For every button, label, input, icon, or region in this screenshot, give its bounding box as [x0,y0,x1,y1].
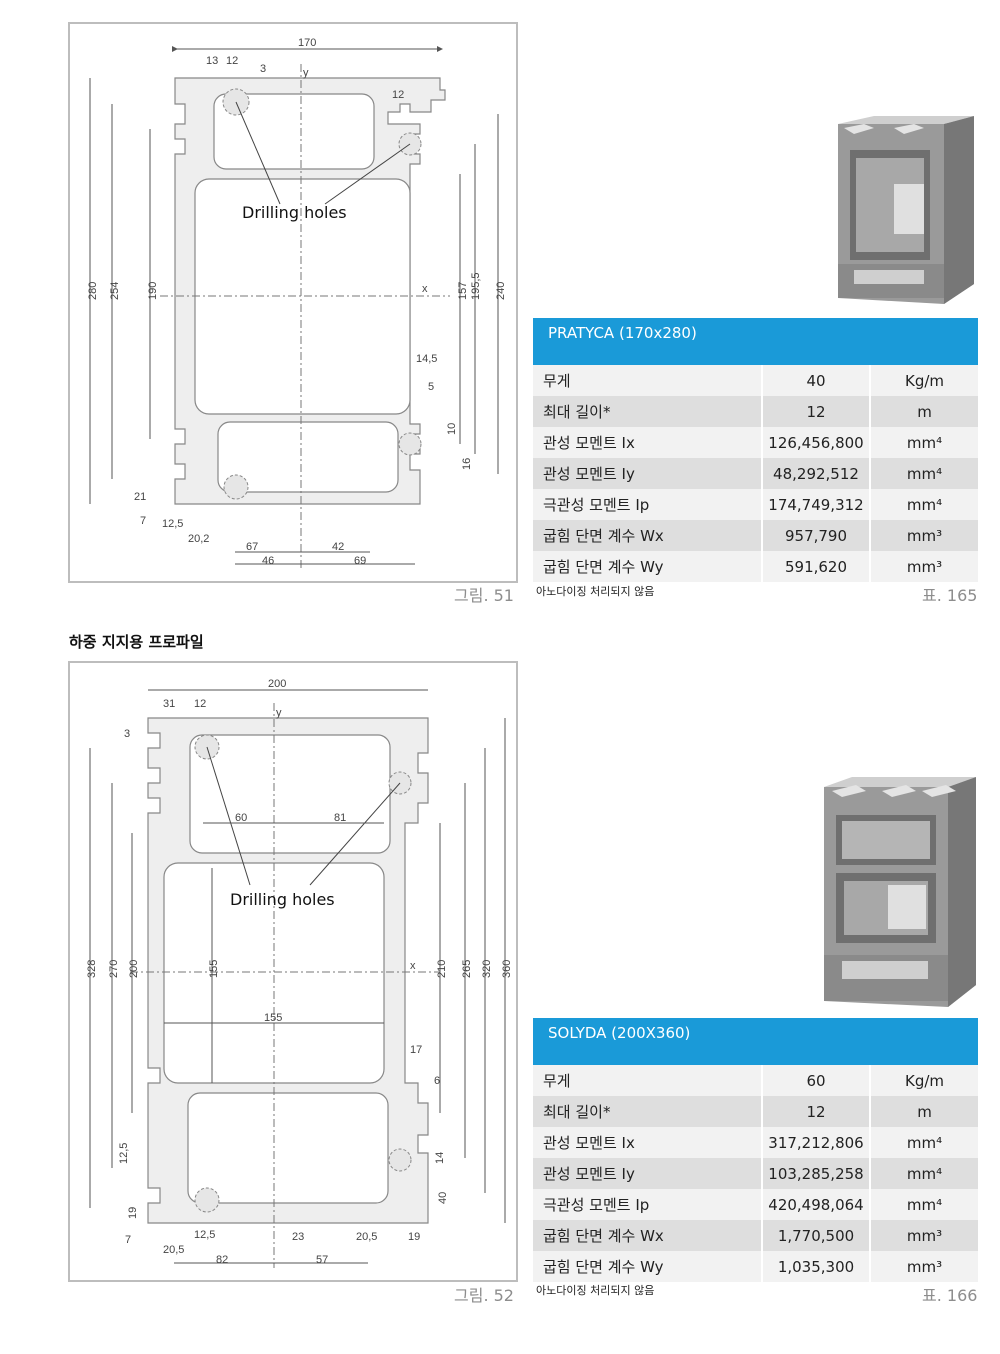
svg-text:360: 360 [501,960,513,978]
section-heading: 하중 지지용 프로파일 [69,633,204,651]
svg-text:157: 157 [457,282,469,300]
svg-text:20,5: 20,5 [356,1231,377,1243]
svg-text:200: 200 [128,960,140,978]
svg-text:20,2: 20,2 [188,533,209,545]
svg-text:14: 14 [434,1152,446,1164]
svg-text:21: 21 [134,491,146,503]
footnote: 아노다이징 처리되지 않음 [536,1284,655,1297]
svg-text:155: 155 [264,1012,282,1024]
svg-text:60: 60 [235,812,247,824]
svg-text:10: 10 [446,423,458,435]
svg-text:x: x [410,960,416,972]
svg-text:12,5: 12,5 [194,1229,215,1241]
svg-text:82: 82 [216,1254,228,1266]
svg-text:210: 210 [436,960,448,978]
svg-text:81: 81 [334,812,346,824]
svg-text:3: 3 [260,63,266,75]
svg-text:280: 280 [87,282,99,300]
svg-text:14,5: 14,5 [416,353,437,365]
svg-text:40: 40 [437,1192,449,1204]
svg-text:7: 7 [125,1234,131,1246]
svg-text:31: 31 [163,698,175,710]
svg-text:42: 42 [332,541,344,553]
svg-text:6: 6 [434,1075,440,1087]
svg-text:240: 240 [495,282,507,300]
svg-text:195,5: 195,5 [470,272,482,300]
svg-text:200: 200 [268,678,286,690]
svg-text:12: 12 [194,698,206,710]
figure-caption: 그림. 52 [454,1286,514,1305]
svg-text:12,5: 12,5 [162,518,183,530]
svg-text:23: 23 [292,1231,304,1243]
svg-text:155: 155 [208,960,220,978]
svg-text:67: 67 [246,541,258,553]
svg-text:69: 69 [354,555,366,567]
solyda-product-image [822,775,978,1011]
svg-text:46: 46 [262,555,274,567]
svg-text:20,5: 20,5 [163,1244,184,1256]
pratyca-product-image [834,114,976,310]
svg-text:x: x [422,283,428,295]
svg-text:12,5: 12,5 [118,1143,130,1164]
svg-text:3: 3 [124,728,130,740]
svg-text:12: 12 [392,89,404,101]
svg-text:270: 270 [108,960,120,978]
footnote: 아노다이징 처리되지 않음 [536,585,655,598]
svg-text:7: 7 [140,515,146,527]
svg-text:y: y [276,707,282,719]
drawing-pratyca: Drilling holes 170 13 12 3 12 14,5 5 12,… [68,22,518,583]
drawing-solyda: Drilling holes 200 31 12 60 81 155 17 6 … [68,661,518,1282]
svg-text:17: 17 [410,1044,422,1056]
svg-text:57: 57 [316,1254,328,1266]
svg-text:170: 170 [298,37,316,49]
svg-text:320: 320 [481,960,493,978]
svg-text:328: 328 [86,960,98,978]
svg-text:12: 12 [226,55,238,67]
table-caption: 표. 166 [922,1286,978,1305]
svg-text:13: 13 [206,55,218,67]
svg-text:5: 5 [428,381,434,393]
callout-drilling-holes: Drilling holes [230,890,335,909]
figure-caption: 그림. 51 [454,586,514,605]
table-caption: 표. 165 [922,586,978,605]
svg-text:254: 254 [109,282,121,300]
svg-text:19: 19 [127,1207,139,1219]
spec-table-title: SOLYDA (200X360) [533,1018,978,1065]
svg-text:190: 190 [147,282,159,300]
svg-text:265: 265 [461,960,473,978]
callout-drilling-holes: Drilling holes [242,203,347,222]
svg-text:16: 16 [461,458,473,470]
svg-text:y: y [303,67,309,79]
spec-table-title: PRATYCA (170x280) [533,318,978,365]
svg-text:19: 19 [408,1231,420,1243]
